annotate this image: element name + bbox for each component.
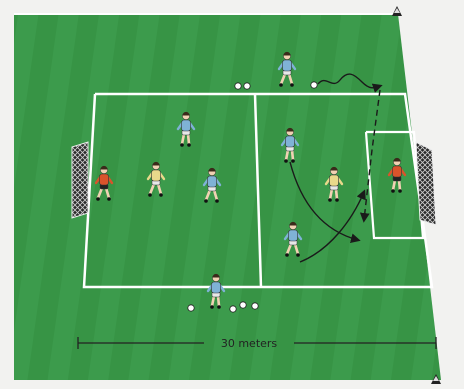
- measure-label: 30 meters: [221, 337, 278, 350]
- cone-marker-top-right: [392, 6, 402, 16]
- left-goal: [72, 142, 88, 218]
